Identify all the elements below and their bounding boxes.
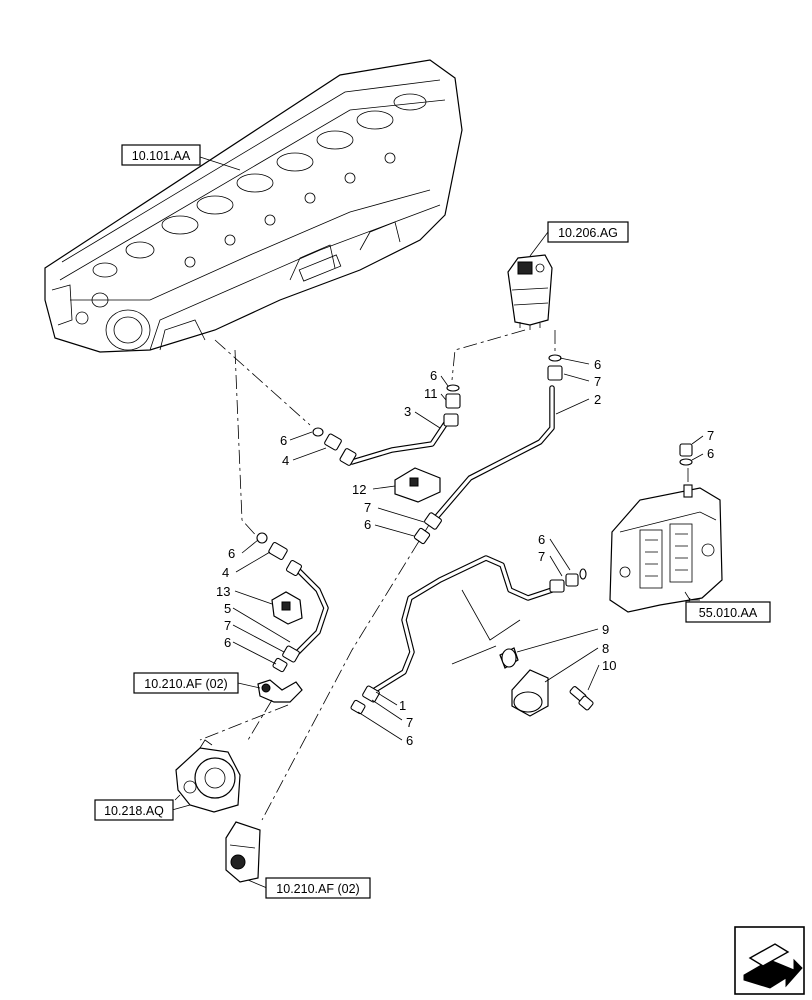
callout-9: 9 [602,622,609,637]
callout-7: 7 [406,715,413,730]
ecu-module [609,484,723,613]
callout-6: 6 [707,446,714,461]
lower-connector [225,821,261,883]
callout-7: 7 [364,500,371,515]
callout-4: 4 [282,453,289,468]
reference-label-cylinder-head: 10.101.AA [121,144,201,166]
svg-text:10.210.AF (02): 10.210.AF (02) [144,677,227,691]
center-lines [199,329,689,821]
callout-7: 7 [224,618,231,633]
fuel-filter [507,254,553,330]
svg-text:10.206.AG: 10.206.AG [558,226,618,240]
elbow-fitting [257,679,303,703]
reference-label-connector-lower: 10.210.AF (02) [265,877,371,899]
callout-6: 6 [280,433,287,448]
callout-7: 7 [707,428,714,443]
callout-6: 6 [538,532,545,547]
callout-leaders [171,156,704,889]
callout-6: 6 [224,635,231,650]
callout-6: 6 [228,546,235,561]
callout-numbers: 6 11 3 6 4 6 7 2 7 6 12 7 6 6 7 6 4 13 5… [216,357,714,748]
callout-4: 4 [222,565,229,580]
callout-6: 6 [406,733,413,748]
svg-text:10.218.AQ: 10.218.AQ [104,804,164,818]
reference-label-ecu: 55.010.AA [685,601,771,623]
callout-7: 7 [594,374,601,389]
svg-text:55.010.AA: 55.010.AA [699,606,758,620]
callout-2: 2 [594,392,601,407]
reference-label-injection-pump: 10.218.AQ [94,799,174,821]
reference-label-connector-upper: 10.210.AF (02) [133,672,239,694]
callout-7: 7 [538,549,545,564]
callout-5: 5 [224,601,231,616]
next-page-arrow-icon[interactable] [734,926,805,995]
cylinder-head [44,59,463,353]
svg-text:10.101.AA: 10.101.AA [132,149,191,163]
callout-10: 10 [602,658,616,673]
callout-6: 6 [594,357,601,372]
callout-3: 3 [404,404,411,419]
reference-label-fuel-filter: 10.206.AG [547,221,629,243]
callout-1: 1 [399,698,406,713]
fuel-pipes [293,385,555,693]
callout-6: 6 [364,517,371,532]
callout-11: 11 [424,386,438,401]
injection-pump [174,739,241,813]
callout-13: 13 [216,584,230,599]
callout-8: 8 [602,641,609,656]
callout-6: 6 [430,368,437,383]
callout-12: 12 [352,482,366,497]
fittings [256,354,693,717]
svg-text:10.210.AF (02): 10.210.AF (02) [276,882,359,896]
